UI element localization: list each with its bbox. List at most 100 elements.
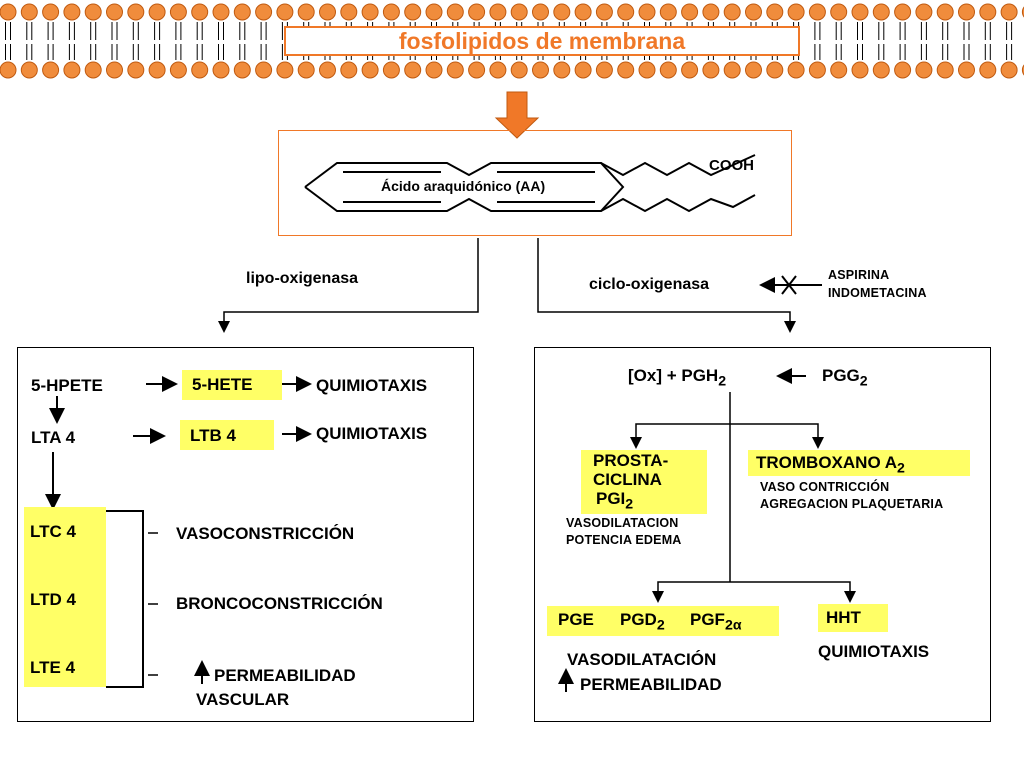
phospholipid-head <box>106 3 123 21</box>
lipo-oxigenasa-label: lipo-oxigenasa <box>246 270 359 287</box>
phospholipid-head <box>936 3 954 21</box>
phospholipid-head <box>404 61 422 79</box>
phospholipid-head <box>510 3 528 21</box>
phospholipid-head <box>574 61 592 79</box>
indometacina-label: INDOMETACINA <box>828 286 927 300</box>
phospholipid-head <box>468 3 486 21</box>
phospholipid-head <box>681 3 699 21</box>
phospholipid-head <box>148 61 166 79</box>
phospholipid-head <box>42 61 60 79</box>
phospholipid-head <box>20 61 38 79</box>
lipo-branch-line <box>218 238 479 333</box>
phospholipid-head <box>212 61 230 79</box>
phospholipid-head <box>148 3 166 21</box>
phospholipid-head <box>489 61 507 79</box>
phospholipid-head <box>84 3 102 21</box>
prostaciclina-highlight <box>581 450 707 514</box>
phospholipid-head <box>958 3 975 21</box>
phospholipid-head <box>936 61 954 79</box>
phospholipid-head <box>872 61 890 79</box>
hpete-label: 5-HPETE <box>31 376 103 395</box>
phospholipid-head <box>20 3 38 21</box>
phospholipid-head <box>425 3 443 21</box>
permeabilidad-label: PERMEABILIDAD <box>214 666 356 685</box>
phospholipid-head <box>169 61 187 79</box>
phospholipid-head <box>276 3 294 21</box>
cooh-label: COOH <box>709 157 754 174</box>
phospholipid-head <box>319 61 336 79</box>
phospholipid-head <box>830 61 848 79</box>
phospholipid-head <box>361 3 379 21</box>
hht-highlight <box>818 604 888 632</box>
tromboxano-effect-1: VASO CONTRICCIÓN <box>760 480 890 494</box>
phospholipid-head <box>276 61 294 79</box>
phospholipid-head <box>361 61 379 79</box>
phospholipid-head <box>191 61 209 79</box>
phospholipid-head <box>958 61 975 79</box>
phospholipid-head <box>702 61 720 79</box>
phospholipid-head <box>340 61 358 79</box>
phospholipid-head <box>404 3 422 21</box>
phospholipid-head <box>532 61 549 79</box>
phospholipid-head <box>723 3 741 21</box>
cyclo-branch-line <box>537 238 796 333</box>
ltb4-effect: QUIMIOTAXIS <box>316 424 428 443</box>
phospholipid-head <box>468 61 486 79</box>
phospholipid-head <box>830 3 848 21</box>
phospholipid-head <box>659 3 677 21</box>
phospholipid-head <box>745 61 762 79</box>
vascular-label: VASCULAR <box>196 690 290 709</box>
phospholipid-head <box>319 3 336 21</box>
phospholipid-head <box>894 3 912 21</box>
phospholipid-head <box>659 61 677 79</box>
phospholipid-head <box>382 3 400 21</box>
phospholipid-head <box>297 61 315 79</box>
vasoconstriccion-label: VASOCONSTRICCIÓN <box>176 524 355 543</box>
ltc4-label: LTC 4 <box>30 522 76 541</box>
phospholipid-head <box>681 61 699 79</box>
pge-label: PGE <box>558 610 594 629</box>
phospholipid-head <box>617 61 635 79</box>
pgd2-label: PGD2 <box>620 610 665 634</box>
phospholipid-head <box>851 3 869 21</box>
phospholipid-head <box>0 61 17 79</box>
aspirina-label: ASPIRINA <box>828 268 890 282</box>
ox-pgh2-label: [Ox] + PGH2 <box>628 366 727 390</box>
phospholipid-head <box>127 61 145 79</box>
phospholipid-head <box>1000 61 1018 79</box>
phospholipid-head <box>595 3 613 21</box>
lte4-label: LTE 4 <box>30 658 76 677</box>
leukotriene-bracket <box>106 510 144 688</box>
ltb4-highlight <box>180 420 274 450</box>
phospholipid-head <box>915 3 933 21</box>
phospholipid-head <box>638 3 656 21</box>
phospholipid-head <box>574 3 592 21</box>
phospholipid-head <box>766 61 784 79</box>
phospholipid-head <box>446 3 464 21</box>
phospholipid-head <box>212 3 230 21</box>
pge-effect-2: PERMEABILIDAD <box>580 675 722 694</box>
hht-effect: QUIMIOTAXIS <box>818 642 930 661</box>
phospholipid-head <box>382 61 400 79</box>
pgg2-label: PGG2 <box>822 366 868 390</box>
ltb4-label: LTB 4 <box>190 426 236 445</box>
phospholipid-head <box>297 3 315 21</box>
tromboxano-effect-2: AGREGACION PLAQUETARIA <box>760 497 944 511</box>
ciclo-oxigenasa-label: ciclo-oxigenasa <box>589 276 710 293</box>
phospholipid-head <box>233 3 251 21</box>
phospholipid-head <box>808 3 826 21</box>
tromboxano-label: TROMBOXANO A2 <box>756 453 905 477</box>
cyclooxygenase-panel <box>534 347 991 722</box>
phospholipid-head <box>872 3 890 21</box>
phospholipid-head <box>84 61 102 79</box>
banner-title: fosfolipidos de membrana <box>398 28 686 54</box>
ciclina-label: CICLINA <box>593 470 662 489</box>
phospholipid-head <box>808 61 826 79</box>
phospholipid-head <box>638 61 656 79</box>
phospholipid-head <box>787 3 805 21</box>
hete-effect: QUIMIOTAXIS <box>316 376 428 395</box>
phospholipid-head <box>63 3 81 21</box>
banner-title-box: fosfolipidos de membrana <box>284 26 800 56</box>
pge-effect-1: VASODILATACIÓN <box>567 650 717 669</box>
phospholipid-head <box>723 61 741 79</box>
